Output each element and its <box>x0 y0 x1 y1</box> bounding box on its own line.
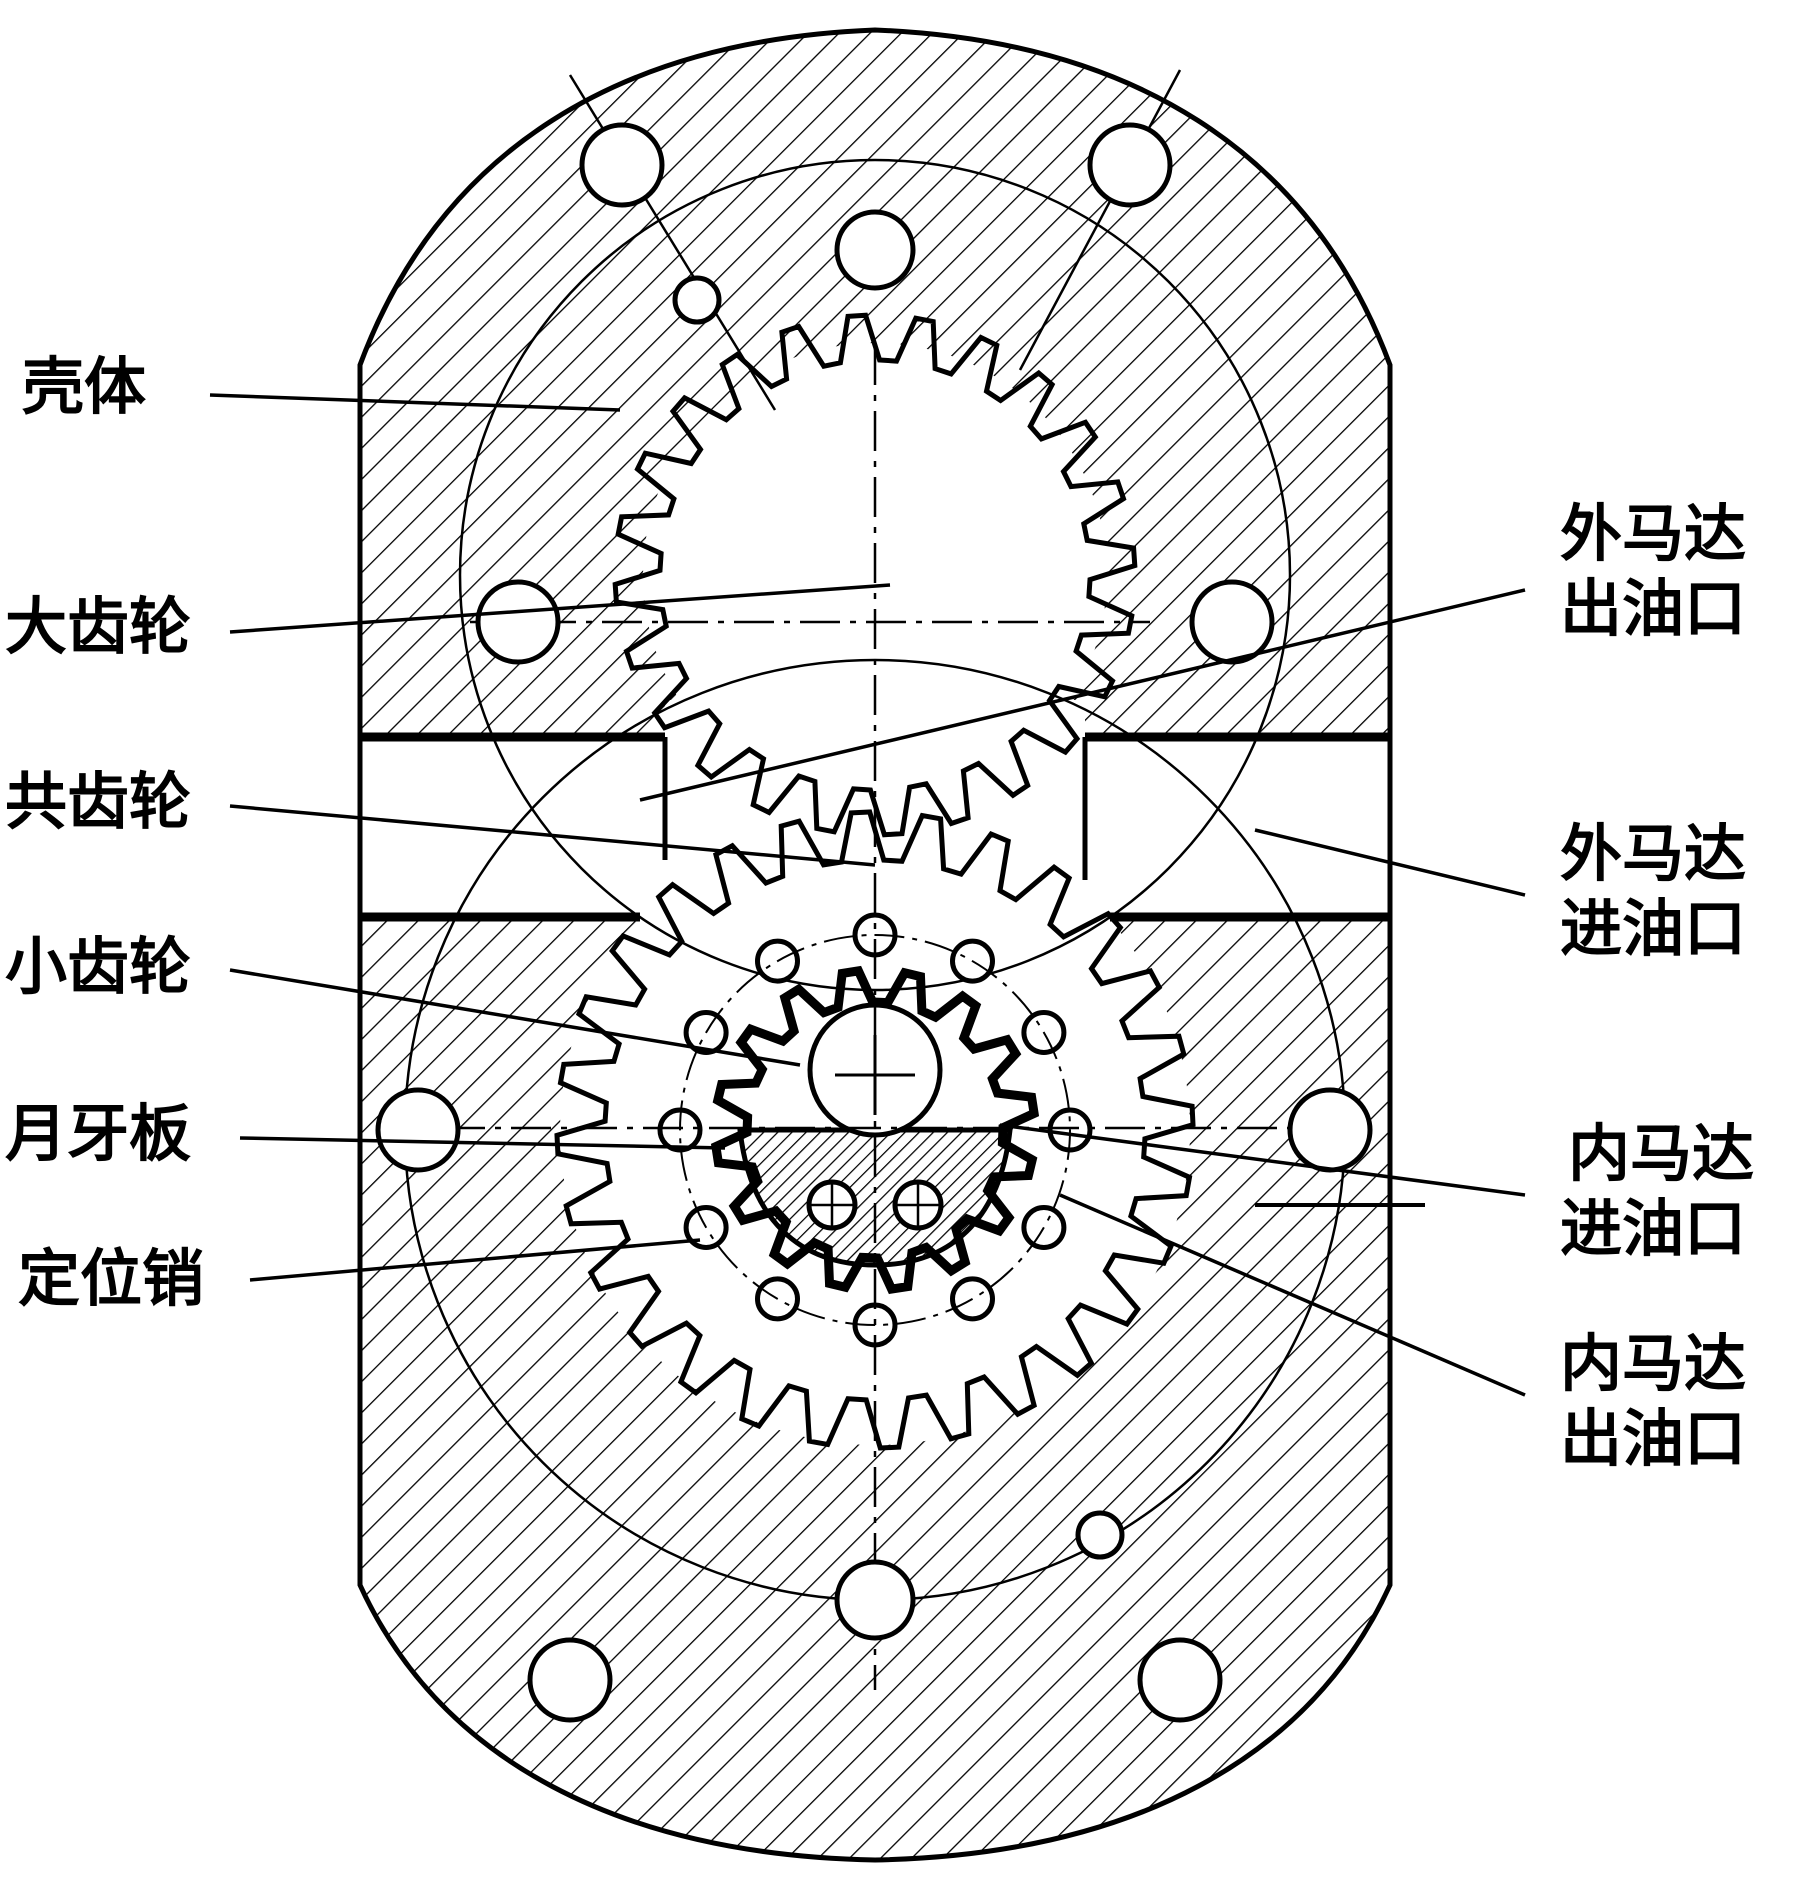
label-outer-motor-outlet-2: 出油口 <box>1560 572 1746 645</box>
label-inner-motor-inlet-1: 内马达 <box>1568 1117 1754 1190</box>
crescent-plate <box>737 1127 1013 1268</box>
label-common-gear: 共齿轮 <box>5 765 191 838</box>
label-crescent: 月牙板 <box>5 1097 191 1170</box>
label-small-gear: 小齿轮 <box>5 930 191 1003</box>
label-outer-motor-inlet-2: 进油口 <box>1560 892 1746 965</box>
label-inner-motor-outlet-1: 内马达 <box>1560 1327 1746 1400</box>
label-pin: 定位销 <box>18 1242 204 1315</box>
leader-lines <box>209 393 1526 1397</box>
housing-bolt-holes <box>375 122 1373 1723</box>
label-inner-motor-inlet-2: 进油口 <box>1560 1192 1746 1265</box>
label-outer-motor-outlet-1: 外马达 <box>1560 497 1746 570</box>
label-large-gear: 大齿轮 <box>5 590 191 663</box>
large-gear <box>612 312 1138 838</box>
label-inner-motor-outlet-2: 出油口 <box>1560 1402 1746 1475</box>
label-outer-motor-inlet-1: 外马达 <box>1560 817 1746 890</box>
largeGear-teeth <box>612 312 1138 838</box>
commonGear-teeth <box>554 809 1196 1451</box>
common-gear <box>554 809 1196 1451</box>
construction-line-2 <box>1018 69 1182 371</box>
label-housing: 壳体 <box>22 350 146 423</box>
